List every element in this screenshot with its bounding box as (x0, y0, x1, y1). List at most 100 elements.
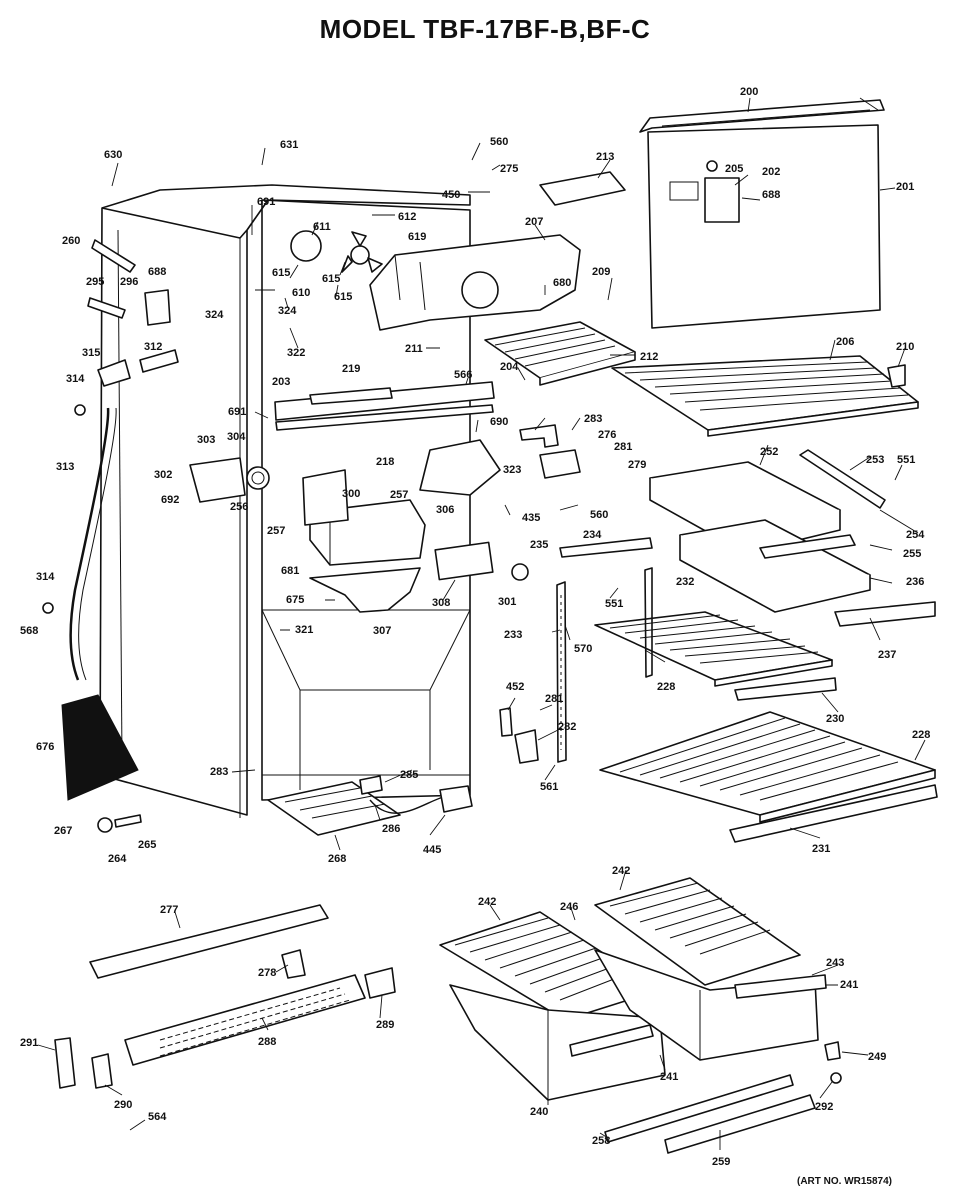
callout-611: 611 (313, 221, 331, 233)
callout-210: 210 (896, 341, 914, 353)
part-291 (54, 1037, 76, 1089)
callout-303: 303 (197, 434, 215, 446)
callout-314a: 314 (66, 373, 85, 385)
grille-288 (124, 974, 366, 1066)
callout-230: 230 (826, 713, 844, 725)
callout-688b: 688 (148, 266, 166, 278)
callout-255: 255 (903, 548, 921, 560)
callout-228a: 228 (657, 681, 675, 693)
callout-279: 279 (628, 459, 646, 471)
callout-323: 323 (503, 464, 521, 476)
rail-241-right (734, 974, 827, 999)
callout-285: 285 (400, 769, 418, 781)
bracket-323 (419, 439, 501, 496)
callout-206: 206 (836, 336, 854, 348)
drain-pan-268 (267, 781, 401, 836)
callout-264: 264 (108, 853, 127, 865)
callout-302: 302 (154, 469, 172, 481)
callout-282: 282 (558, 721, 576, 733)
part-295 (87, 297, 126, 319)
callout-281b: 281 (545, 693, 563, 705)
callout-202: 202 (762, 166, 780, 178)
callout-253: 253 (866, 454, 884, 466)
cover-plate-308 (434, 541, 494, 581)
callout-219: 219 (342, 363, 360, 375)
callout-242a: 242 (478, 896, 496, 908)
callout-610: 610 (292, 287, 310, 299)
callout-692: 692 (161, 494, 179, 506)
callout-246: 246 (560, 901, 578, 913)
callout-691: 691 (257, 196, 275, 208)
callout-277: 277 (160, 904, 178, 916)
ice-tray-213 (539, 171, 626, 206)
rail-254 (759, 534, 856, 559)
callout-560: 560 (490, 136, 508, 148)
callout-450: 450 (442, 189, 460, 201)
callout-452: 452 (506, 681, 524, 693)
control-panel-203 (274, 381, 495, 421)
callout-235: 235 (530, 539, 548, 551)
hinge-283 (519, 424, 559, 448)
trim-259 (664, 1094, 816, 1154)
callout-257b: 257 (267, 525, 285, 537)
callout-260: 260 (62, 235, 80, 247)
shield-307 (309, 567, 421, 613)
control-housing-306 (302, 469, 426, 566)
callout-435: 435 (522, 512, 540, 524)
crisper-drawer-240-left (449, 984, 666, 1101)
pan-255 (679, 519, 871, 613)
callout-676: 676 (36, 741, 54, 753)
callout-241a: 241 (840, 979, 858, 991)
callout-691b: 691 (228, 406, 246, 418)
callout-259: 259 (712, 1156, 730, 1168)
callout-681: 681 (281, 565, 299, 577)
callout-445: 445 (423, 844, 441, 856)
callout-307: 307 (373, 625, 391, 637)
pan-cover-253 (799, 449, 886, 509)
bracket-210 (887, 364, 906, 388)
freezer-door-201 (639, 99, 885, 329)
callout-308: 308 (432, 597, 450, 609)
callout-688: 688 (762, 189, 780, 201)
callout-236: 236 (906, 576, 924, 588)
part-314-lower (42, 602, 54, 614)
part-315 (97, 359, 131, 387)
part-289 (364, 967, 396, 999)
callout-240: 240 (530, 1106, 548, 1118)
diagram-title: MODEL TBF-17BF-B,BF-C (319, 14, 651, 44)
callout-275: 275 (500, 163, 518, 175)
callout-234: 234 (583, 529, 602, 541)
callout-292: 292 (815, 1101, 833, 1113)
trim-231 (729, 784, 938, 843)
callout-254: 254 (906, 529, 925, 541)
evaporator-fan (290, 230, 383, 273)
callout-321: 321 (295, 624, 313, 636)
callout-631: 631 (280, 139, 298, 151)
leader-lines (37, 97, 926, 1150)
part-278 (281, 949, 306, 979)
callout-560b: 560 (590, 509, 608, 521)
callout-612: 612 (398, 211, 416, 223)
callout-labels: 200 201 202 205 688 213 560 275 450 207 … (20, 86, 930, 1168)
rail-241-left (569, 1024, 654, 1057)
hinge-282 (514, 729, 539, 764)
callout-205: 205 (725, 163, 743, 175)
callout-276: 276 (598, 429, 616, 441)
callout-322: 322 (287, 347, 305, 359)
callout-570: 570 (574, 643, 592, 655)
wire-shelf-228-upper (594, 611, 833, 687)
drain-tube-313-edge (78, 407, 117, 681)
light-shield-219 (309, 387, 393, 405)
callout-249: 249 (868, 1051, 886, 1063)
callout-630: 630 (104, 149, 122, 161)
part-249 (824, 1041, 841, 1061)
hinge-bracket (539, 449, 581, 479)
callout-242b: 242 (612, 865, 630, 877)
art-number: (ART NO. WR15874) (796, 1176, 892, 1187)
callout-551a: 551 (897, 454, 915, 466)
trim-258 (604, 1074, 794, 1143)
callout-204: 204 (500, 361, 519, 373)
callout-551b: 551 (605, 598, 623, 610)
